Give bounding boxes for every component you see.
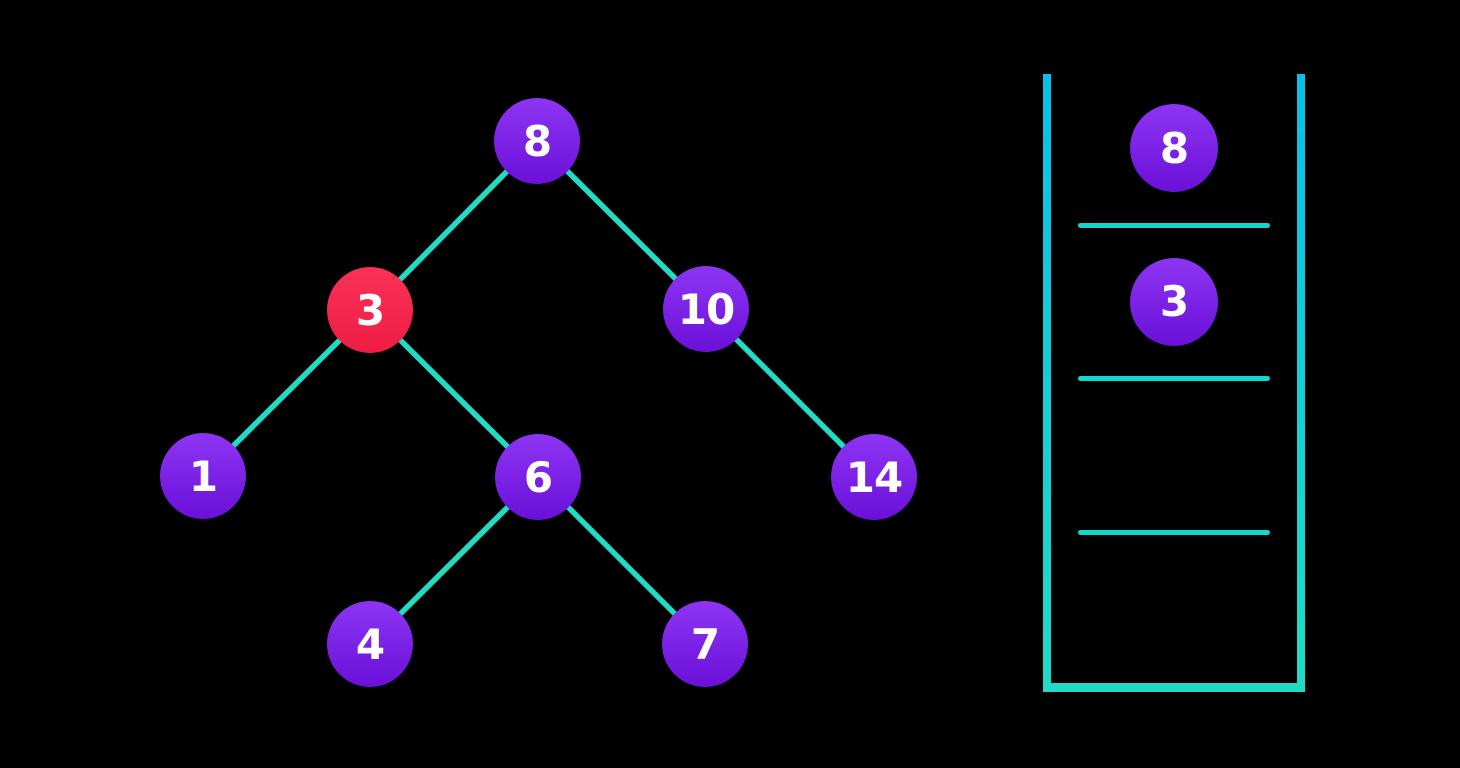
stack-divider-2 [1078,376,1270,381]
stack-right-wall [1297,74,1305,692]
stack-left-wall [1043,74,1051,692]
stack-slot-1: 8 [1051,74,1297,223]
stack-base [1043,683,1305,692]
stack-slot-3 [1051,381,1297,530]
stack-slot-4 [1051,535,1297,684]
stack-divider-3 [1078,529,1270,535]
stack-item-8: 8 [1130,104,1218,193]
stack-slot-2: 3 [1051,228,1297,377]
tree-node-1: 1 [160,433,246,519]
stack-item-3: 3 [1130,257,1218,346]
tree-node-8: 8 [494,98,580,184]
tree-node-10: 10 [663,266,749,352]
tree-node-4: 4 [327,601,413,687]
tree-node-6: 6 [495,434,581,520]
tree-node-14: 14 [831,434,917,520]
stack-divider-1 [1078,222,1270,228]
tree-node-3: 3 [327,267,413,353]
tree-node-7: 7 [662,601,748,687]
